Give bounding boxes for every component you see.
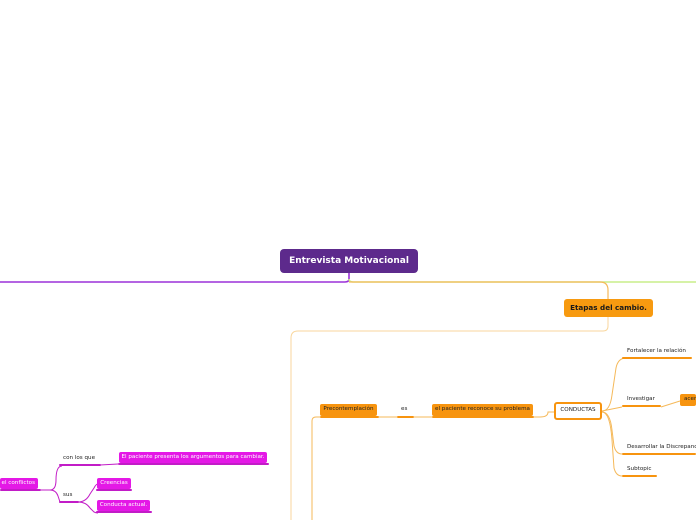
link-conductas-fortalecer	[601, 357, 627, 412]
precontemplacion-connector	[311, 416, 320, 520]
topic-argumentos[interactable]: El paciente presenta los argumentos para…	[119, 452, 267, 463]
link-conflictos-conlosque	[41, 465, 63, 491]
topic-fortalecer-relacion[interactable]: Fortalecer la relación	[627, 347, 686, 354]
topic-precontemplacion[interactable]: Precontemplación	[320, 404, 377, 416]
label-con-los-que[interactable]: con los que	[63, 454, 96, 461]
sus-underline	[59, 501, 79, 503]
label-sus[interactable]: sus	[63, 491, 73, 498]
topic-subtopic[interactable]: Subtopic	[627, 465, 652, 472]
investigar-underline	[622, 405, 661, 407]
topic-investigar[interactable]: Investigar	[627, 395, 655, 402]
link-conductas-desarrollar	[601, 411, 623, 455]
argumentos-underline	[118, 463, 269, 465]
label-es[interactable]: es	[401, 406, 408, 413]
conducta-actual-underline	[96, 511, 152, 513]
link-sus-creencias	[77, 483, 99, 503]
subtopic-underline	[622, 475, 657, 477]
link-conflictos-sus	[41, 489, 61, 503]
con-los-que-underline	[59, 464, 101, 466]
link-sus-conducta	[77, 501, 99, 514]
fortalecer-underline	[622, 357, 692, 359]
creencias-underline	[96, 489, 132, 491]
es-underline	[397, 416, 414, 418]
topic-reconoce-problema[interactable]: el paciente reconoce su problema	[432, 404, 533, 416]
topic-desarrollar-discrepancia[interactable]: Desarrollar la Discrepancia	[627, 443, 696, 450]
link-investigar-child	[660, 400, 681, 408]
topic-etapas-del-cambio[interactable]: Etapas del cambio.	[564, 299, 653, 317]
link-conductas-investigar	[601, 406, 623, 412]
etapas-trunk-line	[290, 317, 609, 520]
topic-creencias[interactable]: Creencias	[97, 478, 131, 489]
central-topic[interactable]: Entrevista Motivacional	[280, 249, 418, 273]
precontemplacion-underline	[320, 416, 379, 418]
branch-line-orange	[349, 281, 609, 299]
reconoce-underline	[432, 416, 534, 418]
topic-conductas[interactable]: CONDUCTAS	[554, 402, 602, 420]
link-conlosque-argumentos	[99, 463, 119, 466]
branch-line-purple	[0, 273, 350, 283]
conflictos-underline	[0, 489, 41, 491]
topic-conflictos[interactable]: el conflictos	[0, 478, 38, 489]
topic-investigar-child[interactable]: acer	[680, 394, 696, 406]
link-conductas-subtopic	[601, 411, 623, 477]
link-reconoce-conductas	[534, 411, 554, 418]
desarrollar-underline	[622, 453, 696, 455]
topic-conducta-actual[interactable]: Conducta actual.	[97, 500, 150, 511]
